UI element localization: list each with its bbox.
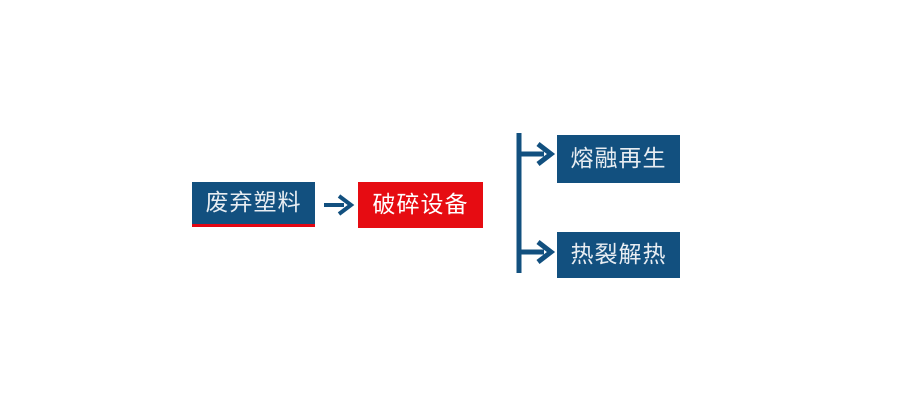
node-crushing-equipment-label: 破碎设备 <box>372 191 469 218</box>
node-waste-plastic-label: 废弃塑料 <box>205 189 302 216</box>
branch-split-icon <box>516 133 556 273</box>
node-melt-regeneration[interactable]: 熔融再生 <box>557 135 680 183</box>
connector-branch-split <box>508 128 566 278</box>
arrow-right-icon <box>324 194 355 216</box>
node-thermal-pyrolysis[interactable]: 热裂解热 <box>557 232 680 278</box>
node-waste-plastic[interactable]: 废弃塑料 <box>192 182 315 227</box>
connector-source-to-crusher <box>322 190 356 220</box>
node-thermal-pyrolysis-label: 热裂解热 <box>570 241 667 268</box>
node-crushing-equipment[interactable]: 破碎设备 <box>358 182 483 228</box>
node-melt-regeneration-label: 熔融再生 <box>570 145 667 172</box>
